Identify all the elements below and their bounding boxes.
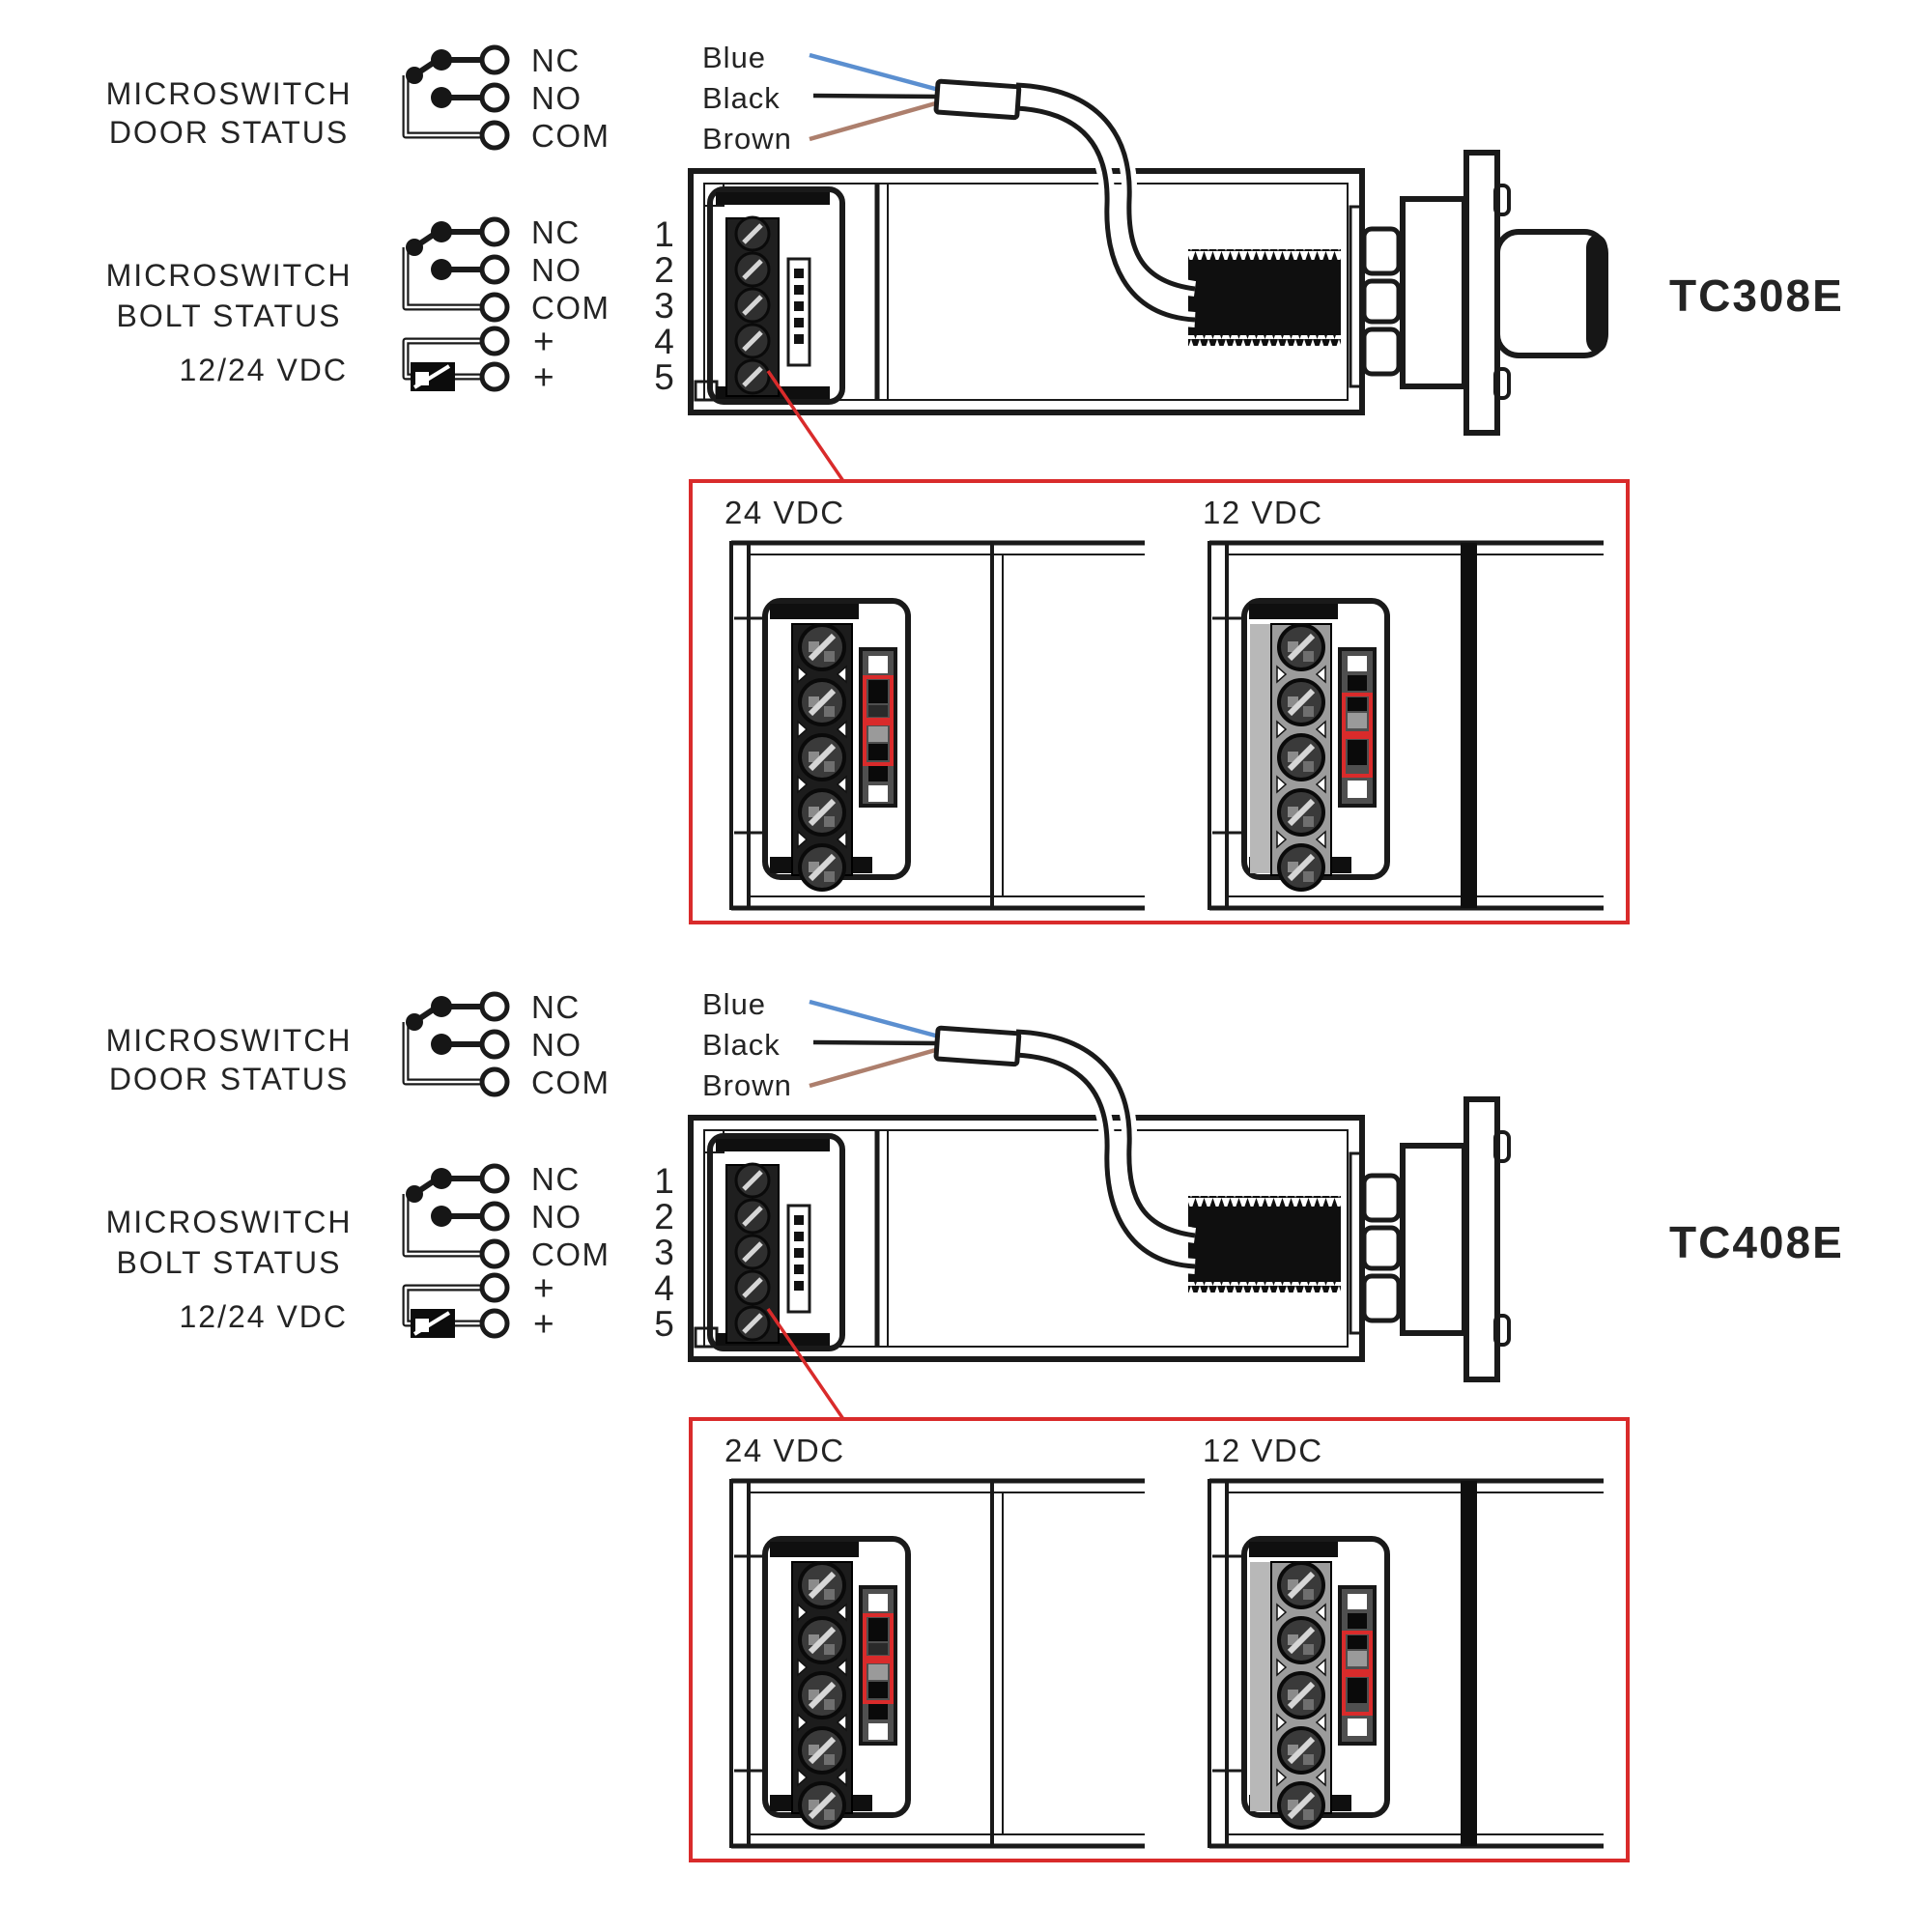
wire-label-black: Black (702, 81, 781, 115)
terminal-number-5: 5 (654, 1304, 675, 1344)
wire-label-black: Black (702, 1028, 781, 1062)
diagram-tc308e: MICROSWITCH DOOR STATUS NC NO COM MICROS… (106, 41, 1844, 923)
inset-title-12vdc: 12 VDC (1203, 495, 1323, 530)
power-input-symbol (406, 328, 507, 391)
door-terminal-nc: NC (531, 989, 581, 1025)
model-label-tc408e: TC408E (1669, 1217, 1844, 1267)
door-terminal-no: NO (531, 1027, 582, 1063)
bolt-terminal-com: COM (531, 1236, 611, 1272)
power-terminal-plus: + (533, 357, 555, 397)
bolt-terminal-nc: NC (531, 214, 581, 250)
door-status-label-line2: DOOR STATUS (109, 1062, 349, 1096)
door-microswitch-symbol (406, 47, 507, 148)
door-terminal-no: NO (531, 80, 582, 116)
terminal-number-4: 4 (654, 1268, 675, 1308)
inset-title-24vdc: 24 VDC (724, 1433, 845, 1468)
lock-body-tc408e (691, 1028, 1509, 1379)
terminal-number-2: 2 (654, 1197, 675, 1236)
door-terminal-com: COM (531, 118, 611, 154)
bolt-status-label-line1: MICROSWITCH (106, 258, 353, 293)
power-input-symbol (406, 1275, 507, 1338)
lock-body-tc308e (691, 81, 1509, 433)
inset-callout-top (691, 371, 1628, 923)
power-terminal-plus: + (533, 1268, 555, 1308)
terminal-number-1: 1 (654, 1161, 675, 1201)
pigtail-wires (810, 1002, 939, 1086)
power-label: 12/24 VDC (179, 1299, 348, 1334)
pigtail-wires (810, 55, 939, 139)
terminal-number-4: 4 (654, 322, 675, 361)
bolt-tc308e (1497, 232, 1607, 355)
door-status-label-line2: DOOR STATUS (109, 115, 349, 150)
wire-label-brown: Brown (702, 122, 792, 156)
wire-label-blue: Blue (702, 41, 766, 74)
terminal-number-3: 3 (654, 286, 675, 326)
terminal-number-3: 3 (654, 1233, 675, 1272)
bolt-microswitch-symbol (406, 1166, 507, 1266)
terminal-number-2: 2 (654, 250, 675, 290)
bolt-status-label-line1: MICROSWITCH (106, 1205, 353, 1239)
inset-title-24vdc: 24 VDC (724, 495, 845, 530)
bolt-microswitch-symbol (406, 219, 507, 320)
bolt-terminal-com: COM (531, 290, 611, 326)
door-status-label-line1: MICROSWITCH (106, 76, 353, 111)
model-label-tc308e: TC308E (1669, 270, 1844, 321)
power-terminal-plus: + (533, 322, 555, 361)
diagram-tc408e: MICROSWITCH DOOR STATUS NC NO COM MICROS… (106, 987, 1844, 1861)
door-terminal-com: COM (531, 1065, 611, 1100)
power-terminal-plus: + (533, 1304, 555, 1344)
bolt-terminal-nc: NC (531, 1161, 581, 1197)
bolt-terminal-no: NO (531, 1199, 582, 1235)
bolt-terminal-no: NO (531, 252, 582, 288)
inset-callout-bottom (691, 1309, 1628, 1861)
terminal-number-1: 1 (654, 214, 675, 254)
door-microswitch-symbol (406, 994, 507, 1094)
inset-title-12vdc: 12 VDC (1203, 1433, 1323, 1468)
wire-label-blue: Blue (702, 987, 766, 1021)
bolt-status-label-line2: BOLT STATUS (117, 1245, 342, 1280)
wire-label-brown: Brown (702, 1068, 792, 1102)
door-terminal-nc: NC (531, 43, 581, 78)
power-label: 12/24 VDC (179, 353, 348, 387)
door-status-label-line1: MICROSWITCH (106, 1023, 353, 1058)
bolt-status-label-line2: BOLT STATUS (117, 298, 342, 333)
terminal-number-5: 5 (654, 357, 675, 397)
